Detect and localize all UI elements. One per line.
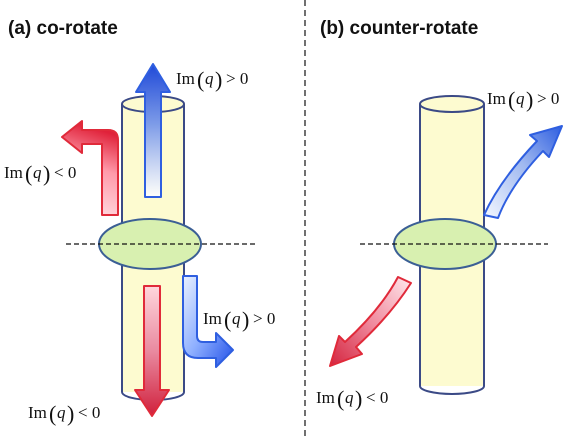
paren-open: ( xyxy=(224,307,231,332)
paren-close: ) xyxy=(67,401,74,426)
arrow-bent-red-left xyxy=(61,120,119,216)
panel-b-title: (b) counter-rotate xyxy=(320,18,478,39)
paren-open: ( xyxy=(25,161,32,186)
label-b-top-right-relation: > 0 xyxy=(537,89,559,108)
label-a-bottom-relation: < 0 xyxy=(78,403,100,422)
label-a-lower-right-var: q xyxy=(232,309,241,328)
label-b-bottom-left-prefix: Im xyxy=(316,388,335,407)
panel-a-title: (a) co-rotate xyxy=(8,18,118,39)
paren-close: ) xyxy=(355,386,362,411)
arrow-diag-red xyxy=(329,276,412,367)
paren-open: ( xyxy=(49,401,56,426)
label-a-upper-left: Im ( q ) < 0 xyxy=(4,161,76,186)
arrow-down-red xyxy=(134,285,170,417)
label-a-top-right: Im ( q ) > 0 xyxy=(176,67,248,92)
label-a-upper-left-relation: < 0 xyxy=(54,163,76,182)
arrow-up-blue xyxy=(135,63,171,198)
paren-open: ( xyxy=(337,386,344,411)
label-a-bottom: Im ( q ) < 0 xyxy=(28,401,100,426)
label-b-bottom-left-var: q xyxy=(345,388,354,407)
paren-close: ) xyxy=(526,87,533,112)
label-a-bottom-prefix: Im xyxy=(28,403,47,422)
label-a-top-right-var: q xyxy=(205,69,214,88)
arrow-diag-blue xyxy=(483,125,563,219)
paren-open: ( xyxy=(197,67,204,92)
label-a-lower-right-relation: > 0 xyxy=(253,309,275,328)
label-b-top-right-var: q xyxy=(516,89,525,108)
label-a-upper-left-var: q xyxy=(33,163,42,182)
paren-close: ) xyxy=(43,161,50,186)
paren-close: ) xyxy=(242,307,249,332)
arrow-bent-blue-right xyxy=(182,275,234,368)
label-a-top-right-prefix: Im xyxy=(176,69,195,88)
paren-open: ( xyxy=(508,87,515,112)
label-a-lower-right: Im ( q ) > 0 xyxy=(203,307,275,332)
paren-close: ) xyxy=(215,67,222,92)
label-a-upper-left-prefix: Im xyxy=(4,163,23,182)
label-b-bottom-left-relation: < 0 xyxy=(366,388,388,407)
label-b-top-right-prefix: Im xyxy=(487,89,506,108)
label-b-bottom-left: Im ( q ) < 0 xyxy=(316,386,388,411)
label-a-bottom-var: q xyxy=(57,403,66,422)
label-a-lower-right-prefix: Im xyxy=(203,309,222,328)
label-b-top-right: Im ( q ) > 0 xyxy=(487,87,559,112)
label-a-top-right-relation: > 0 xyxy=(226,69,248,88)
